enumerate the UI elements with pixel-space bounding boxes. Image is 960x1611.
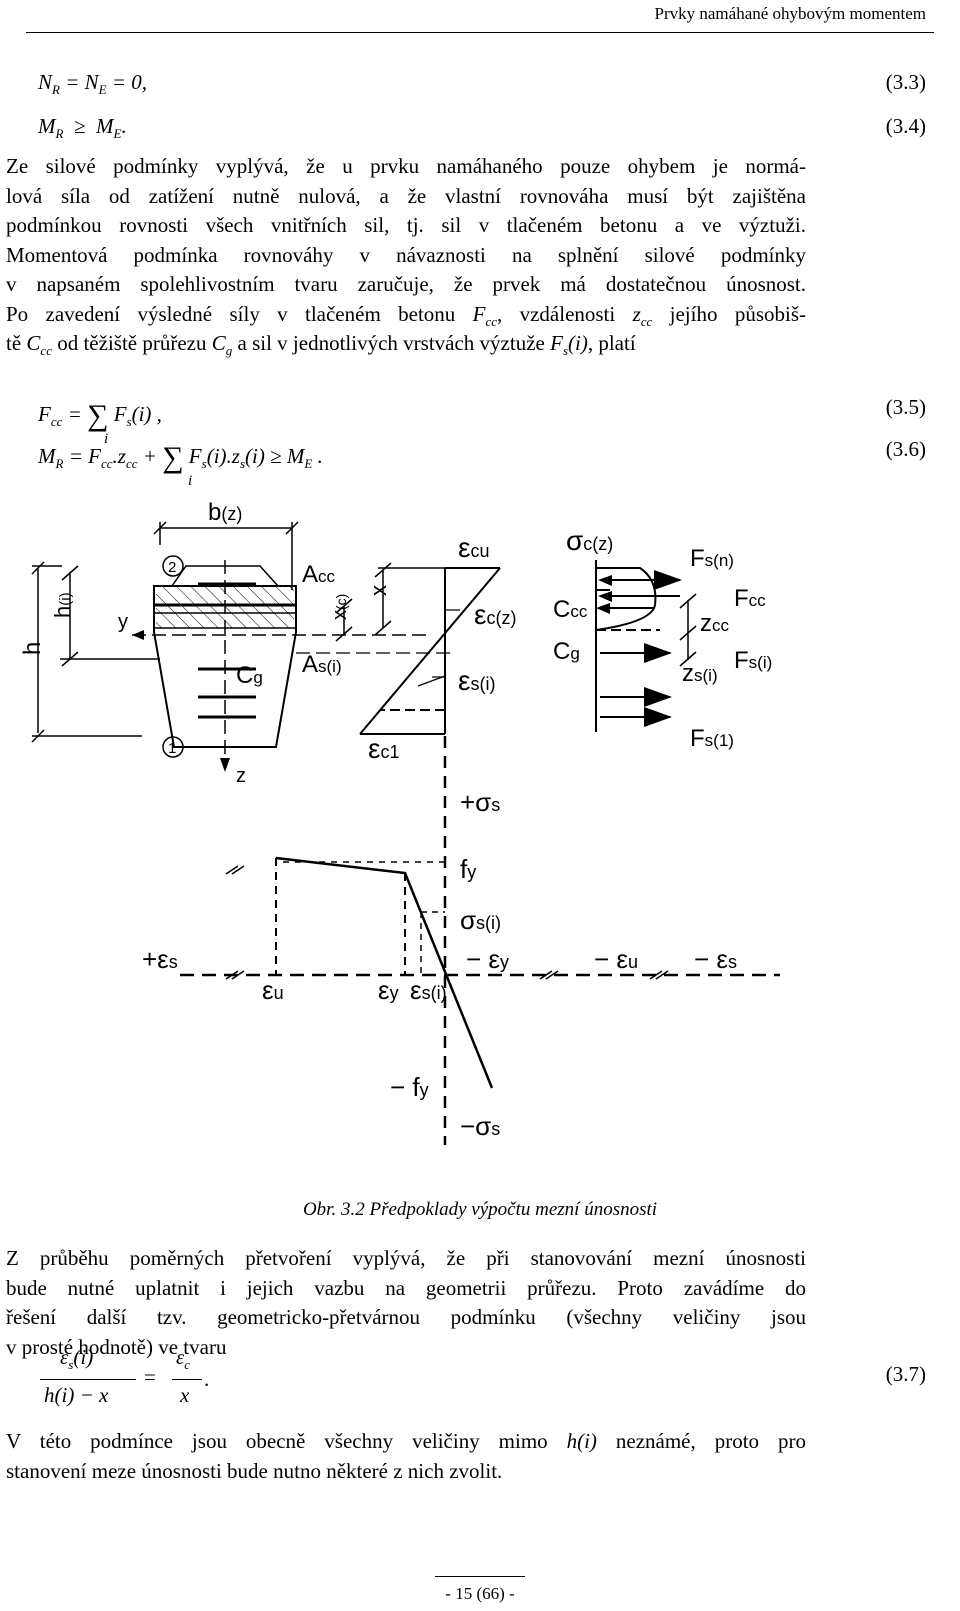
label-h: h [19, 642, 46, 655]
label-A-s-i: As(i) [302, 651, 342, 678]
paragraph-2-line: Z průběhu poměrných přetvoření vyplývá, … [6, 1246, 806, 1270]
equation-3-4-number: (3.4) [885, 114, 926, 138]
fcc-arrow-head [596, 603, 610, 614]
label-minus-fy: − fy [390, 1072, 429, 1102]
label-eps-y: εy [378, 975, 399, 1005]
label-fy: fy [460, 854, 476, 884]
force-arrows [600, 570, 682, 727]
layer-2-marker [162, 555, 184, 577]
label-z-si: zs(i) [682, 660, 718, 687]
label-plus-eps: +εs [142, 944, 178, 974]
paragraph-1-line-rich: Po zavedení výsledné síly v tlačeném bet… [6, 301, 806, 329]
equation-3-5-number: (3.5) [885, 395, 926, 419]
stress-strain-curve [275, 856, 494, 1089]
paragraph-2-line: řešení další tzv. geometricko-přetvárnou… [6, 1305, 806, 1329]
paragraph-3: V této podmínce jsou obecně všechny veli… [6, 1427, 806, 1486]
equation-3-7-number: (3.7) [885, 1362, 926, 1386]
reinforcement-bars [198, 582, 256, 719]
equation-3-4-body: MR ≥ ME. [38, 114, 127, 142]
label-z: z [236, 765, 246, 787]
label-z-cc: zcc [700, 610, 730, 637]
label-y: y [118, 611, 128, 633]
h-i-dimension [60, 565, 160, 667]
z-axis-arrow [220, 758, 230, 772]
label-layer-2: 2 [168, 559, 176, 576]
label-layer-1: 1 [168, 740, 176, 757]
layer-1-marker [162, 736, 184, 758]
equation-3-6-body: MR = Fcc.zcc + ∑ Fs(i).zs(i) ≥ ME .i [38, 441, 323, 490]
footer-rule [0, 1576, 960, 1577]
stress-diagram [595, 560, 660, 732]
paragraph-2-line: v prosté hodnotě) ve tvaru [6, 1334, 227, 1359]
strain-diagram [359, 567, 501, 735]
axis-break-marks [225, 865, 669, 980]
paragraph-1-line-rich: tě Ccc od těžiště průřezu Cg a sil v jed… [6, 331, 636, 359]
figure-caption: Obr. 3.2 Předpoklady výpočtu mezní únosn… [302, 1199, 658, 1220]
paragraph-1-line: Ze silové podmínky vyplývá, že u prvku n… [6, 154, 806, 178]
header-rule [26, 32, 934, 33]
equation-3-5: Fcc = ∑ Fs(i) ,i (3.5) [38, 395, 926, 447]
label-minus-sigma: −σs [460, 1111, 500, 1141]
paragraph-1: Ze silové podmínky vyplývá, že u prvku n… [6, 152, 806, 359]
label-A-cc: Acc [302, 561, 336, 588]
label-minus-eps-u: − εu [594, 944, 638, 974]
paragraph-3-line-rich: V této podmínce jsou obecně všechny veli… [6, 1429, 806, 1453]
label-C-cc: Ccc [553, 596, 588, 623]
paragraph-1-line: podmínkou rovnosti všech vnitřních sil, … [6, 213, 806, 237]
page-number: - 15 (66) - [445, 1584, 515, 1603]
equation-3-6: MR = Fcc.zcc + ∑ Fs(i).zs(i) ≥ ME .i (3.… [38, 437, 926, 489]
equation-3-5-body: Fcc = ∑ Fs(i) ,i [38, 399, 162, 448]
label-minus-eps-s: − εs [694, 944, 737, 974]
paragraph-2-line: bude nutné uplatnit i jejich vazbu na ge… [6, 1275, 806, 1300]
label-eps-c1: εc1 [368, 733, 400, 764]
label-C-g2: Cg [553, 638, 580, 665]
equation-3-7: (3.7) [38, 1362, 926, 1392]
equation-3-3-body: NR = NE = 0, [38, 70, 148, 98]
h-dimension [31, 561, 142, 743]
label-F-s1: Fs(1) [690, 725, 734, 752]
label-F-cc: Fcc [734, 585, 766, 612]
x-c-dimension [335, 598, 353, 642]
label-x: x [366, 585, 391, 596]
equation-3-3-number: (3.3) [885, 70, 926, 94]
label-x-c: x(c) [329, 594, 351, 620]
label-sigma-si: σs(i) [460, 905, 501, 935]
eps-si-pointer [417, 675, 446, 687]
label-sigma-cz: σc(z) [566, 525, 613, 556]
label-eps-u: εu [262, 975, 284, 1005]
paragraph-1-line: v napsaném spolehlivostním tvaru zaručuj… [6, 272, 806, 296]
label-minus-eps-y: − εy [466, 944, 509, 974]
equation-3-4: MR ≥ ME. (3.4) [38, 114, 926, 144]
equation-3-6-number: (3.6) [885, 437, 926, 461]
running-header: Prvky namáhané ohybovým momentem [654, 4, 926, 23]
paragraph-1-line: Momentová podmínka rovnováhy v návaznost… [6, 242, 806, 267]
label-plus-sigma: +σs [460, 787, 500, 817]
paragraph-2: Z průběhu poměrných přetvoření vyplývá, … [6, 1244, 806, 1362]
paragraph-1-line: lová síla od zatížení nutně nulová, a že… [6, 183, 806, 208]
label-F-si: Fs(i) [734, 647, 772, 674]
label-h-i: h(i) [50, 592, 75, 618]
label-eps-cu: εcu [458, 532, 490, 563]
label-eps-si2: εs(i) [410, 975, 447, 1005]
label-C-g: Cg [236, 662, 263, 689]
z-dimensions [679, 593, 697, 667]
label-eps-si: εs(i) [458, 665, 495, 696]
label-eps-cz: εc(z) [474, 599, 516, 630]
equation-3-3: NR = NE = 0, (3.3) [38, 70, 926, 100]
figure-3-2: h h(i) y z b(z) 2 1 [19, 500, 780, 1145]
label-b-z: b(z) [208, 500, 242, 526]
label-F-sn: Fs(n) [690, 545, 734, 572]
y-axis-arrow [132, 630, 144, 640]
paragraph-3-line: stanovení meze únosnosti bude nutno někt… [6, 1458, 503, 1483]
b-dimension [153, 521, 299, 590]
